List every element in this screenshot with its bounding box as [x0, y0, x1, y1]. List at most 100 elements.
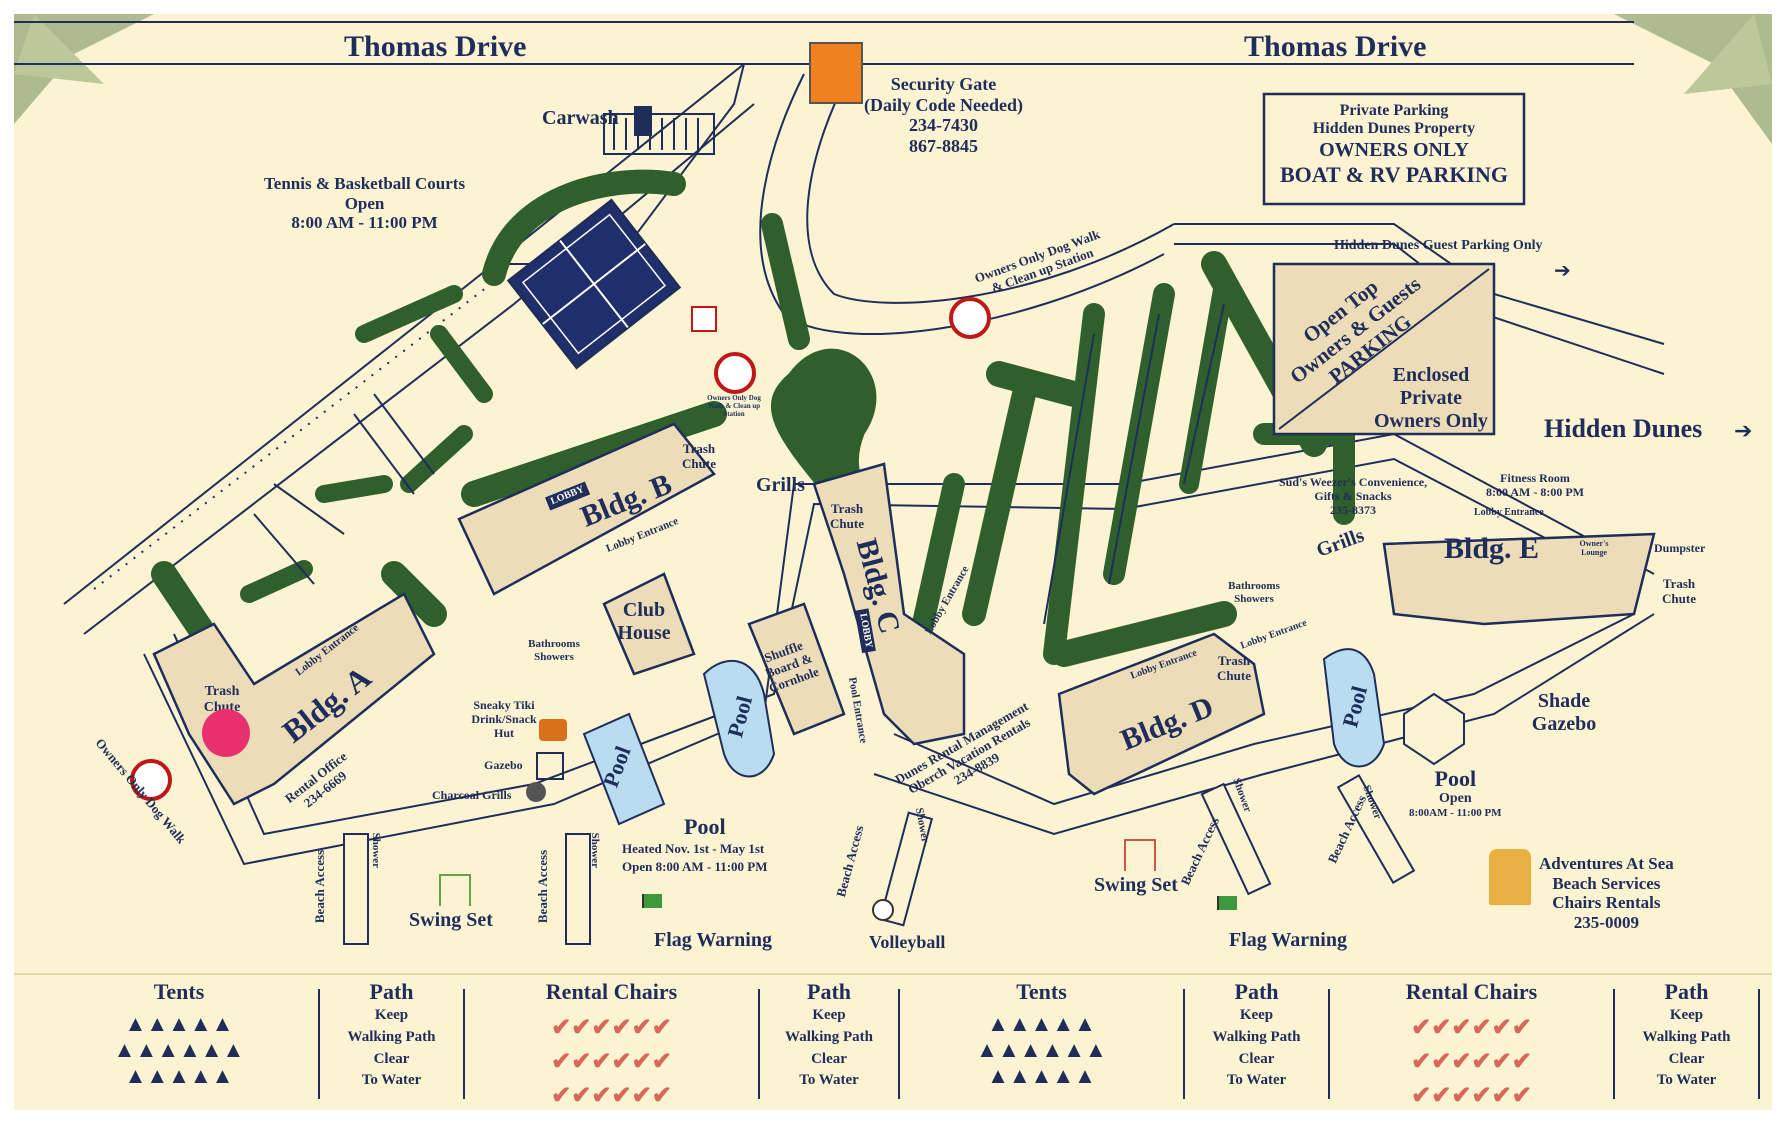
legend-chairs-2-heading: Rental Chairs [1405, 979, 1538, 1004]
private-parking-line1: Private Parking [1339, 102, 1449, 119]
private-parking-box [1262, 92, 1526, 206]
parking-divider [1278, 268, 1490, 430]
road-label-right: Thomas Drive [1244, 30, 1427, 63]
carwash-icon [634, 106, 652, 136]
dumpster-label: Dumpster [1654, 541, 1706, 555]
basketball-icon [691, 306, 717, 332]
fitness-title: Fitness Room [1500, 471, 1570, 485]
pool-main-title: Pool [684, 814, 726, 839]
security-gate-note: (Daily Code Needed) [864, 94, 1023, 115]
shade-gazebo-label: Shade Gazebo [1531, 690, 1597, 735]
trash-chute-c: Trash Chute [830, 501, 864, 531]
owners-lounge-label: Owner's Lounge [1579, 539, 1609, 558]
pool-e-open: Open [1438, 791, 1472, 807]
suds-label: Sud's Weezer's Convenience, Gifts & Snac… [1279, 475, 1428, 517]
security-gate-icon [809, 42, 863, 104]
fitness-label: Fitness Room 8:00 AM - 8:00 PM [1486, 471, 1584, 500]
security-gate-label: Security Gate (Daily Code Needed) 234-74… [864, 74, 1023, 157]
palm-frond-left [14, 14, 154, 124]
suds-title: Sud's Weezer's Convenience, [1279, 475, 1428, 489]
trash-chute-d: Trash Chute [1217, 653, 1251, 683]
pool-e-label: Pool Open 8:00AM - 11:00 PM [1409, 766, 1502, 820]
bldg-d-shape [1057, 632, 1266, 796]
trash-chute-e: Trash Chute [1662, 576, 1696, 606]
map-drawing [14, 14, 1772, 1099]
legend-path-1-l3: To Water [361, 1072, 422, 1089]
carwash-label: Carwash [542, 107, 619, 129]
adventures-phone: 235-0009 [1573, 912, 1639, 932]
beach-access [343, 774, 1416, 945]
club-house-label: Club House [617, 599, 671, 644]
legend-path-2-l2: Clear [811, 1050, 847, 1067]
adventures-line1: Adventures At Sea [1539, 854, 1674, 873]
charcoal-label: Charcoal Grills [432, 788, 512, 802]
bathrooms-label-1: Bathrooms Showers [528, 638, 580, 663]
tennis-label: Tennis & Basketball Courts Open 8:00 AM … [264, 174, 465, 233]
gazebo-label: Gazebo [484, 758, 523, 772]
legend-path-1-heading: Path [369, 979, 414, 1004]
security-gate-phone2: 867-8845 [908, 136, 978, 157]
swing-set-icon-2 [1124, 839, 1156, 871]
pool-heated: Heated Nov. 1st - May 1st [622, 841, 765, 856]
shade-gazebo-shape [1403, 692, 1465, 766]
adventures-hut-icon [1489, 849, 1531, 905]
legend-path-1-l1: Walking Path [347, 1028, 436, 1045]
legend-tents-1: Tents ▲▲▲▲▲▲▲▲▲▲▲▲▲▲▲▲ [44, 979, 314, 1089]
flag-icon-1 [642, 894, 662, 908]
volleyball-icon [872, 899, 894, 921]
legend-path-2: Path Keep Walking Path Clear To Water [764, 979, 894, 1092]
swing-set-label-2: Swing Set [1094, 874, 1178, 896]
fitness-hours: 8:00 AM - 8:00 PM [1486, 484, 1584, 499]
hidden-dunes-label: Hidden Dunes [1544, 414, 1703, 443]
legend-path-3-l1: Walking Path [1212, 1028, 1301, 1045]
legend-path-4-l2: Clear [1668, 1050, 1705, 1067]
legend-path-3-l2: Clear [1238, 1050, 1275, 1067]
pool-open: Open 8:00 AM - 11:00 PM [622, 859, 768, 874]
dog-walk-top-icon [949, 297, 991, 339]
tent-icons-2: ▲▲▲▲▲▲▲▲▲▲▲▲▲▲▲▲ [976, 1011, 1107, 1088]
legend-path-4-l3: To Water [1656, 1072, 1717, 1089]
beach-access-2: Beach Access [535, 849, 551, 924]
pool-e-title: Pool [1434, 766, 1477, 791]
enclosed-line1: Enclosed [1392, 364, 1470, 386]
bldg-b-shape [457, 422, 716, 596]
shower-2: Shower [589, 832, 602, 869]
tiki-hut-icon [539, 719, 567, 741]
flag-icon-2 [1217, 896, 1237, 910]
shower-1: Shower [370, 832, 383, 869]
legend-tents-2: Tents ▲▲▲▲▲▲▲▲▲▲▲▲▲▲▲▲ [904, 979, 1179, 1089]
legend-chairs-2: Rental Chairs ✔✔✔✔✔✔✔✔✔✔✔✔✔✔✔✔✔✔ [1334, 979, 1609, 1110]
enclosed-line2: Private [1399, 387, 1463, 409]
sneaky-tiki-label: Sneaky Tiki Drink/Snack Hut [471, 698, 537, 740]
legend-path-3-l3: To Water [1226, 1072, 1287, 1089]
legend-path-3-l0: Keep [1239, 1007, 1274, 1023]
suds-subtitle: Gifts & Snacks [1314, 488, 1392, 503]
chair-icons-2: ✔✔✔✔✔✔✔✔✔✔✔✔✔✔✔✔✔✔ [1411, 1015, 1532, 1109]
charcoal-grill-icon [526, 782, 546, 802]
volleyball-label: Volleyball [869, 932, 946, 952]
legend-chairs-1-heading: Rental Chairs [545, 979, 678, 1004]
private-parking-line4: BOAT & RV PARKING [1279, 161, 1508, 187]
legend-tents-1-heading: Tents [153, 979, 205, 1004]
pool-main [582, 712, 666, 826]
club-house-shape [602, 572, 696, 676]
lobby-entrance-e: Lobby Entrance [1474, 507, 1544, 518]
road-label-left: Thomas Drive [344, 30, 527, 63]
legend-path-4-heading: Path [1664, 979, 1709, 1004]
parking-rows [253, 303, 1225, 625]
bldg-e-label: Bldg. E [1444, 532, 1540, 565]
resort-map: Thomas Drive Thomas Drive Security Gate … [14, 14, 1772, 1110]
legend-tents-2-heading: Tents [1016, 979, 1067, 1004]
tennis-status: Open [344, 193, 385, 213]
trash-chute-b: Trash Chute [682, 441, 716, 471]
flag-warning-label-1: Flag Warning [654, 929, 772, 951]
landscaping [151, 169, 1355, 675]
enclosed-line3: Owners Only [1374, 410, 1488, 432]
pools [582, 648, 1386, 826]
legend-path-4: Path Keep Walking Path Clear To Water [1619, 979, 1754, 1092]
legend-chairs-1: Rental Chairs ✔✔✔✔✔✔✔✔✔✔✔✔✔✔✔✔✔✔ [469, 979, 754, 1110]
tennis-title: Tennis & Basketball Courts [264, 174, 466, 193]
hidden-dunes-arrow-icon: ➔ [1734, 418, 1753, 443]
legend-path-1-l0: Keep [374, 1007, 409, 1023]
legend-path-4-l1: Walking Path [1642, 1028, 1731, 1045]
